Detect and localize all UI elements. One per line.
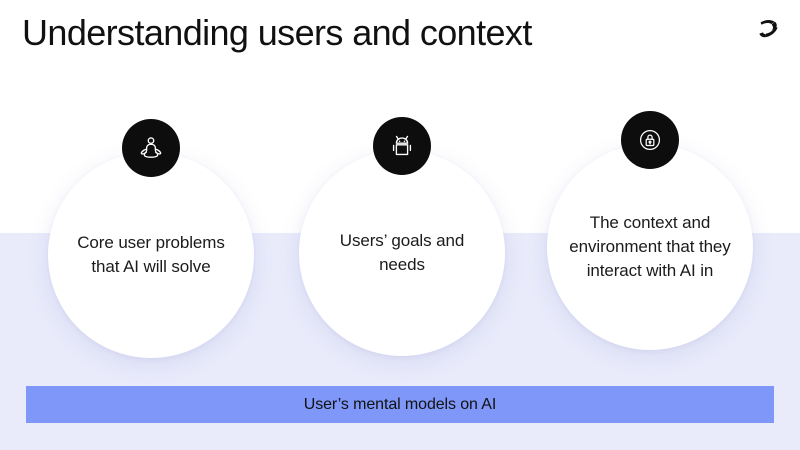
page-title: Understanding users and context — [22, 12, 532, 53]
pillar-card-core-user-problems[interactable]: Core user problems that AI will solve — [48, 119, 254, 358]
pillar-disc — [299, 150, 505, 356]
mental-models-label: User’s mental models on AI — [303, 395, 497, 413]
lock-in-circle-icon — [636, 126, 664, 154]
meditating-person-icon — [137, 134, 165, 162]
pillar-label-3: The context and environment that they in… — [569, 213, 731, 280]
pillar-badge-2 — [373, 117, 431, 175]
android-robot-icon — [389, 133, 415, 159]
pillar-label-2: Users’ goals and needs — [339, 231, 465, 274]
pillar-card-context-environment[interactable]: The context and environment that they in… — [547, 111, 753, 350]
pillar-badge-1 — [122, 119, 180, 177]
pillar-card-users-goals[interactable]: Users’ goals and needs — [299, 117, 505, 356]
pillar-badge-3 — [621, 111, 679, 169]
mental-models-banner[interactable]: User’s mental models on AI — [26, 386, 774, 423]
pillar-label-1: Core user problems that AI will solve — [77, 233, 225, 276]
pillar-disc — [48, 152, 254, 358]
brand-logo-icon — [752, 12, 786, 46]
pillar-disc — [547, 144, 753, 350]
